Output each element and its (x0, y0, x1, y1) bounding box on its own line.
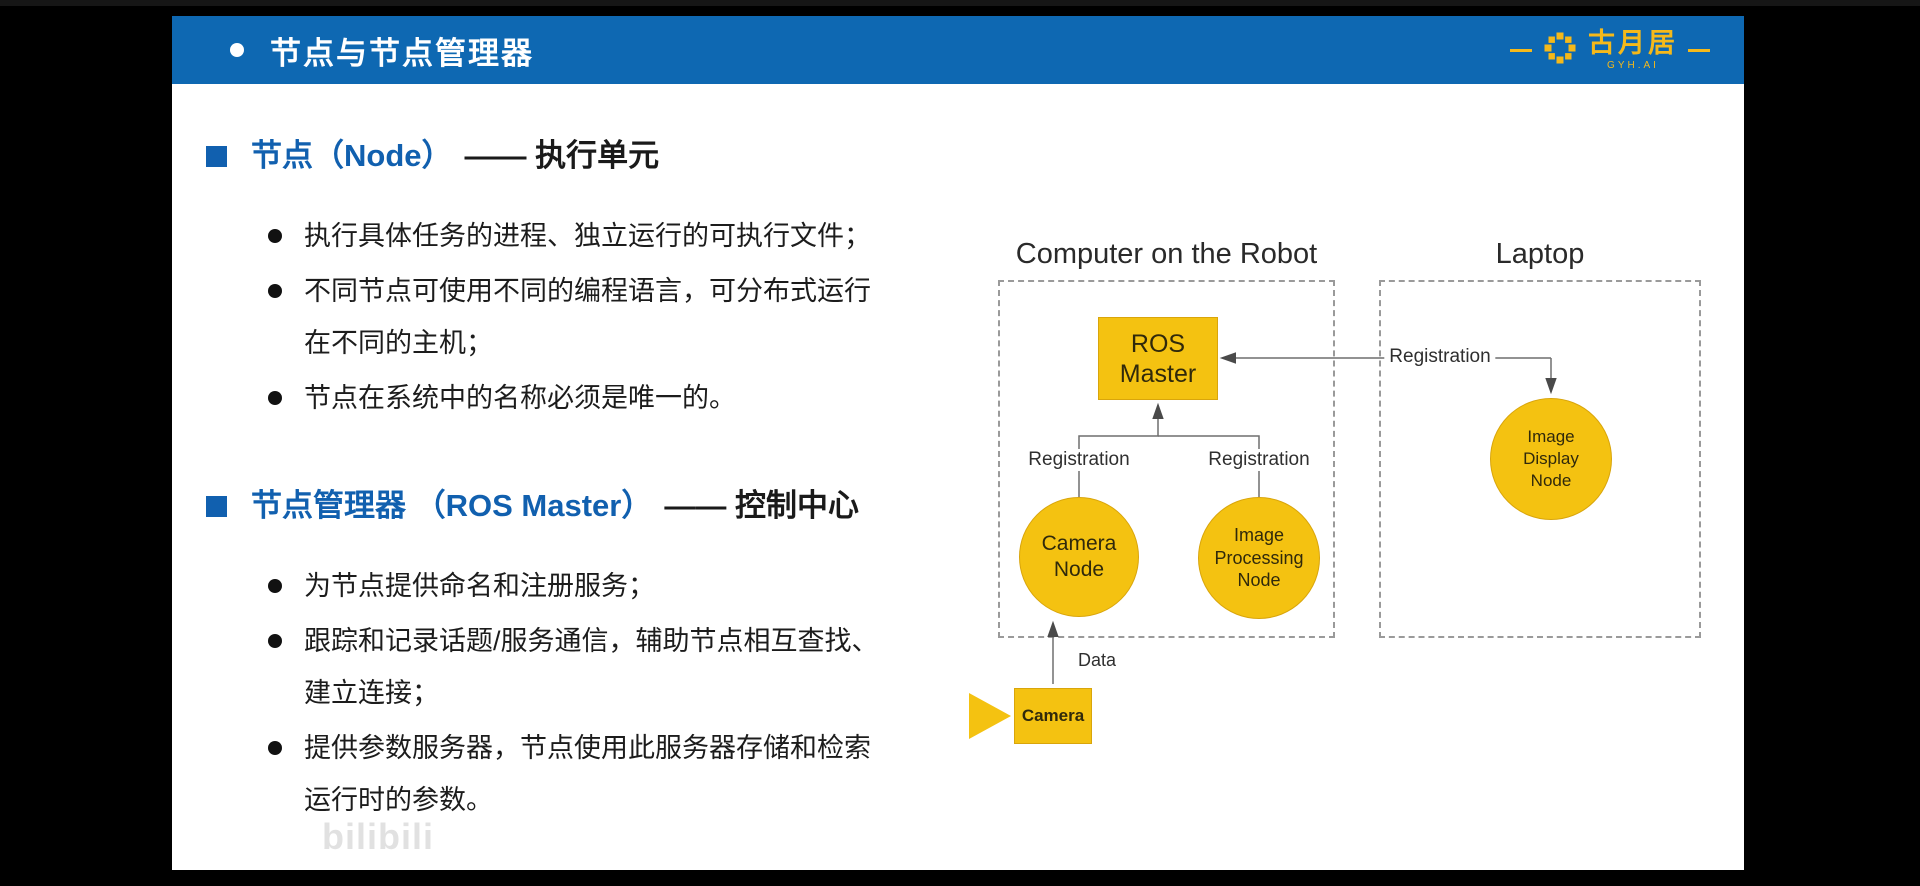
logo-subtitle: GYH.AI (1607, 59, 1659, 71)
section-node: 节点（Node） —— 执行单元 执行具体任务的进程、独立运行的可执行文件； 不… (206, 134, 889, 424)
section-node-heading: 节点（Node） —— 执行单元 (206, 134, 889, 178)
registration-label-processing: Registration (1203, 449, 1315, 471)
guyuehome-logo-icon (1542, 30, 1578, 71)
camera-node: Camera Node (1019, 497, 1139, 617)
logo-name: 古月居 (1588, 27, 1678, 58)
registration-line-processing (1158, 435, 1260, 497)
registration-label-camera: Registration (1023, 449, 1135, 471)
content-column: 节点（Node） —— 执行单元 执行具体任务的进程、独立运行的可执行文件； 不… (206, 134, 889, 829)
presentation-slide: 节点与节点管理器 (172, 16, 1744, 870)
top-black-strip (0, 0, 1920, 6)
master-bullet-list: 为节点提供命名和注册服务； 跟踪和记录话题/服务通信，辅助节点相互查找、建立连接… (206, 560, 889, 826)
bilibili-watermark: bilibili (322, 816, 434, 857)
camera-device: Camera (1014, 688, 1092, 744)
list-item: 不同节点可使用不同的编程语言，可分布式运行在不同的主机； (206, 265, 889, 369)
title-bullet-icon (230, 43, 244, 57)
slide-header-bar: 节点与节点管理器 (172, 16, 1744, 84)
heading-highlight: 节点管理器 （ROS Master） (251, 488, 653, 523)
laptop-box-label: Laptop (1495, 238, 1585, 270)
logo-text: 古月居 GYH.AI (1588, 27, 1678, 71)
image-processing-node: Image Processing Node (1198, 497, 1320, 619)
registration-label-display: Registration (1384, 346, 1496, 368)
camera-play-icon (969, 693, 1011, 739)
slide-title: 节点与节点管理器 (270, 35, 534, 71)
laptop-box (1379, 280, 1701, 638)
section-ros-master: 节点管理器 （ROS Master） —— 控制中心 为节点提供命名和注册服务；… (206, 484, 889, 826)
ros-master-node: ROS Master (1098, 317, 1218, 400)
guyuehome-logo: 古月居 GYH.AI (1510, 27, 1710, 71)
square-bullet-icon (206, 145, 227, 167)
logo-right-line (1688, 48, 1710, 52)
list-item: 跟踪和记录话题/服务通信，辅助节点相互查找、建立连接； (206, 615, 889, 719)
section-master-heading: 节点管理器 （ROS Master） —— 控制中心 (206, 484, 889, 528)
list-item: 提供参数服务器，节点使用此服务器存储和检索运行时的参数。 (206, 722, 889, 826)
image-display-node: Image Display Node (1490, 398, 1612, 520)
heading-rest: —— 执行单元 (464, 138, 660, 173)
square-bullet-icon (206, 495, 227, 517)
heading-rest: —— 控制中心 (664, 488, 859, 523)
node-bullet-list: 执行具体任务的进程、独立运行的可执行文件； 不同节点可使用不同的编程语言，可分布… (206, 210, 889, 424)
heading-highlight: 节点（Node） (251, 138, 453, 173)
robot-computer-box (998, 280, 1335, 638)
robot-computer-box-label: Computer on the Robot (1015, 238, 1318, 270)
logo-left-line (1510, 48, 1532, 52)
registration-arrow-camera (1078, 402, 1164, 497)
list-item: 执行具体任务的进程、独立运行的可执行文件； (206, 210, 889, 262)
list-item: 为节点提供命名和注册服务； (206, 560, 889, 612)
data-label: Data (1072, 650, 1122, 671)
list-item: 节点在系统中的名称必须是唯一的。 (206, 372, 889, 424)
